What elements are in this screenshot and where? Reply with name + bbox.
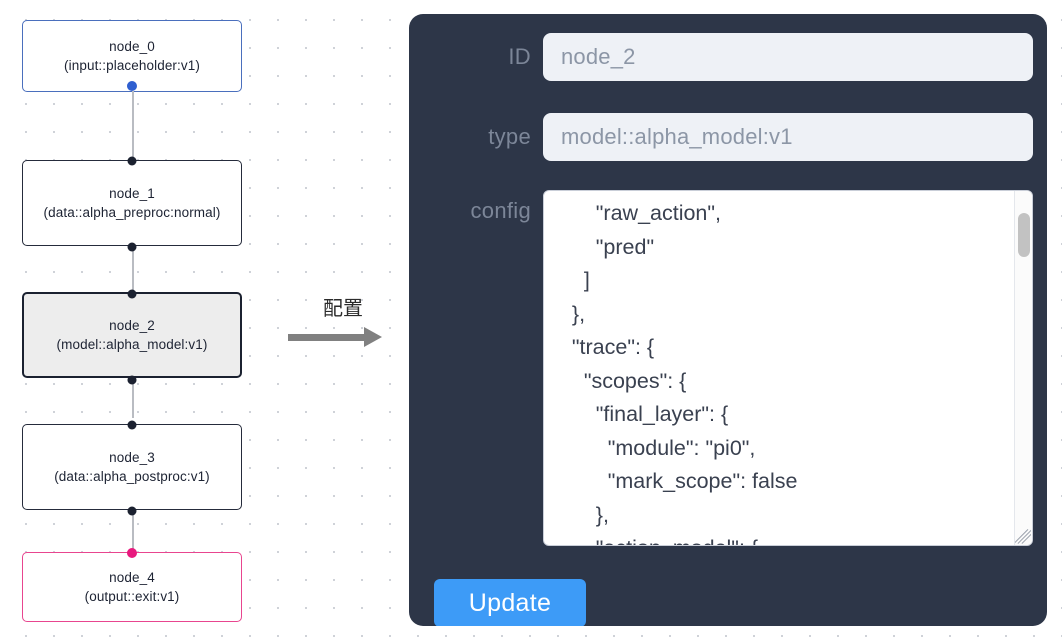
flow-node-node_1[interactable]: node_1 (data::alpha_preproc:normal) <box>22 156 242 252</box>
annotation-label: 配置 <box>323 296 363 320</box>
arrow-shaft <box>288 334 366 341</box>
node-inspector-panel: ID node_2 type model::alpha_model:v1 con… <box>409 14 1047 626</box>
edge-node2-node3 <box>132 377 134 418</box>
node-id-label: node_3 <box>109 450 155 465</box>
edge-node1-node2 <box>132 245 134 293</box>
edge-node3-node4 <box>132 512 134 552</box>
id-field-row: ID node_2 <box>409 33 1033 81</box>
node-handle-source-node_3[interactable] <box>127 506 137 516</box>
node-type-label: (output::exit:v1) <box>84 589 180 604</box>
config-field-label: config <box>470 198 531 223</box>
flow-node-node_0[interactable]: node_0 (input::placeholder:v1) <box>22 20 242 92</box>
node-type-label: (input::placeholder:v1) <box>64 58 200 73</box>
node-type-label: (model::alpha_model:v1) <box>56 337 208 352</box>
node-type-label: (data::alpha_postproc:v1) <box>54 469 210 484</box>
id-input[interactable]: node_2 <box>543 33 1033 81</box>
type-field-row: type model::alpha_model:v1 <box>409 113 1033 161</box>
node-handle-source-node_1[interactable] <box>127 242 137 252</box>
node-handle-target-node_3[interactable] <box>127 420 137 430</box>
node-handle-target-node_1[interactable] <box>127 156 137 166</box>
annotation-group: 配置 <box>288 296 398 349</box>
node-handle-target-node_4[interactable] <box>127 548 137 558</box>
node-type-label: (data::alpha_preproc:normal) <box>43 205 221 220</box>
node-id-label: node_4 <box>109 570 155 585</box>
node-id-label: node_2 <box>109 318 155 333</box>
edge-node0-node1 <box>132 91 134 161</box>
id-field-label: ID <box>508 44 531 69</box>
config-scrollbar-thumb[interactable] <box>1018 213 1030 257</box>
flow-node-node_4[interactable]: node_4 (output::exit:v1) <box>22 548 242 622</box>
node-handle-target-node_2[interactable] <box>127 289 137 299</box>
update-button[interactable]: Update <box>434 579 586 626</box>
flow-node-node_3[interactable]: node_3 (data::alpha_postproc:v1) <box>22 420 242 516</box>
config-textarea-value[interactable]: "raw_action", "pred" ] }, "trace": { "sc… <box>571 201 798 545</box>
arrow-right-icon <box>288 325 398 349</box>
node-handle-source-node_0[interactable] <box>127 81 137 91</box>
node-id-label: node_0 <box>109 39 155 54</box>
node-id-label: node_1 <box>109 186 155 201</box>
type-field-label: type <box>488 124 531 149</box>
config-textarea[interactable]: "raw_action", "pred" ] }, "trace": { "sc… <box>543 190 1033 546</box>
arrow-head <box>364 327 382 347</box>
config-scrollbar[interactable] <box>1014 191 1032 545</box>
resize-grip-icon[interactable] <box>1015 528 1031 544</box>
flow-node-node_2[interactable]: node_2 (model::alpha_model:v1) <box>22 289 242 385</box>
config-field-row: config "raw_action", "pred" ] }, "trace"… <box>409 190 1033 546</box>
node-handle-source-node_2[interactable] <box>127 375 137 385</box>
type-input[interactable]: model::alpha_model:v1 <box>543 113 1033 161</box>
